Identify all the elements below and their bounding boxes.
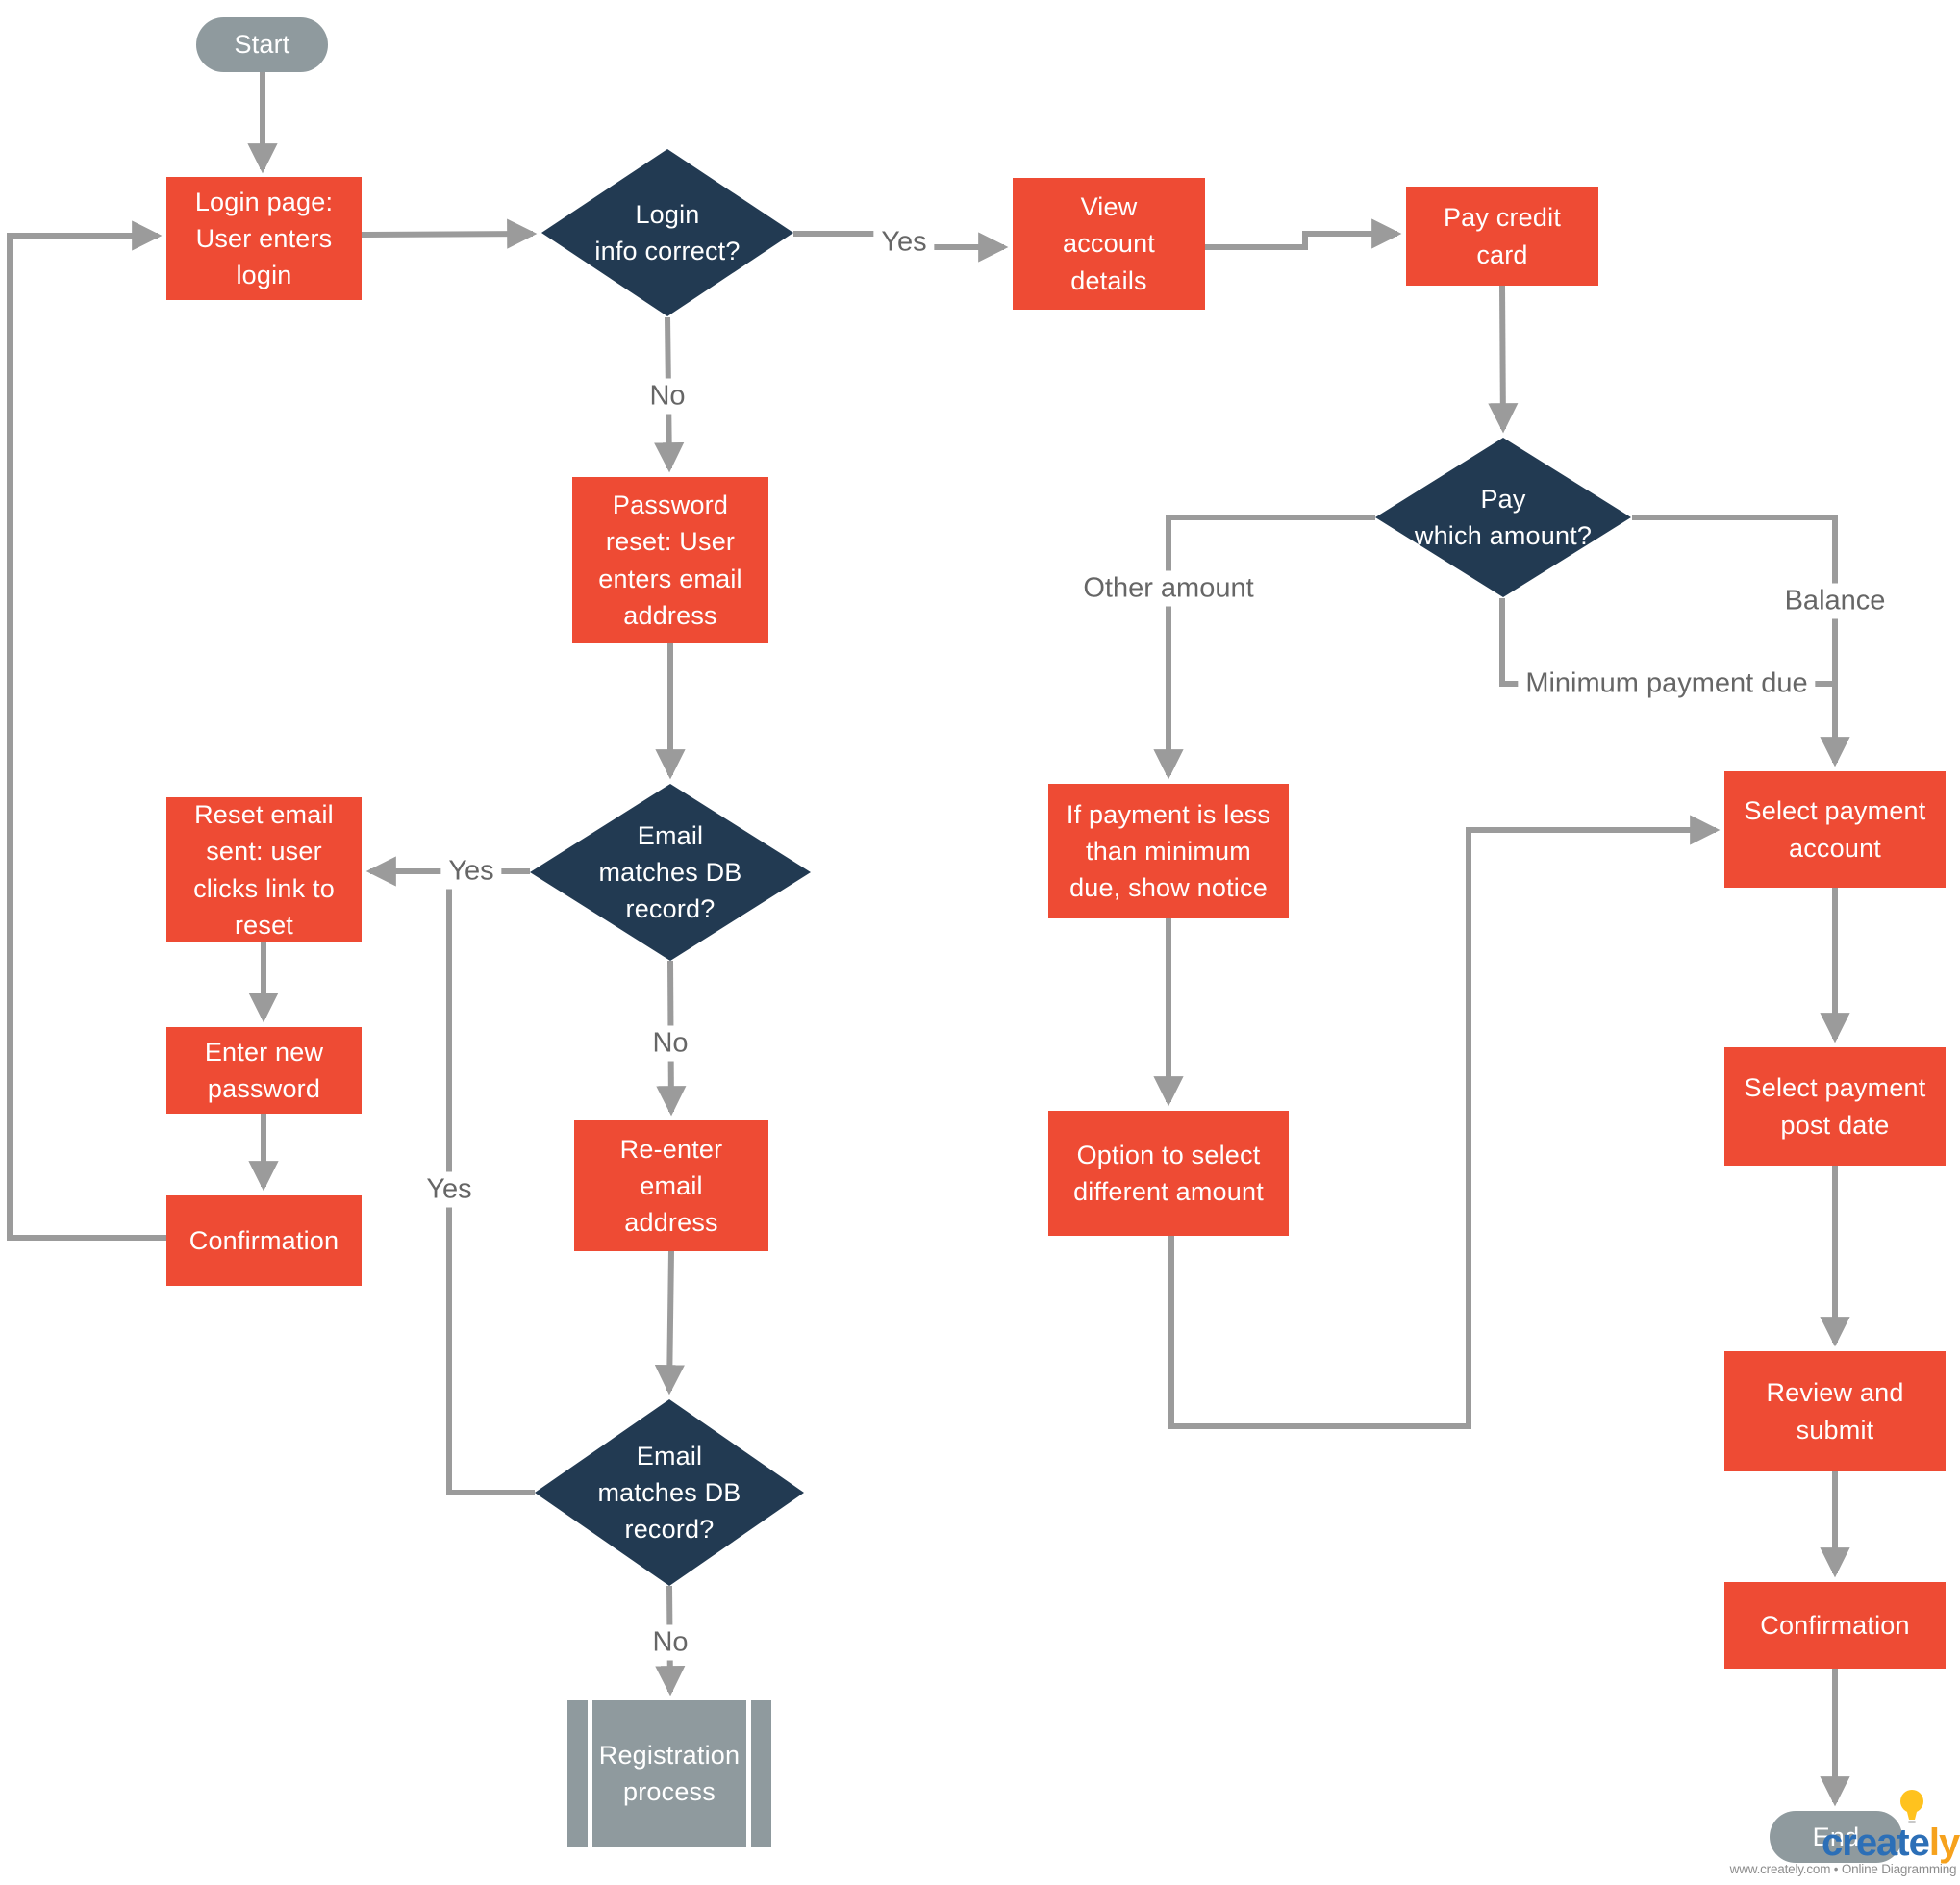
node-password-reset: Password reset: User enters email addres…: [572, 477, 768, 643]
connector-paywhich-balance: [1632, 515, 1850, 767]
node-end: End: [1770, 1811, 1902, 1863]
edge-label-no-login: No: [641, 378, 693, 415]
node-view-account-details: View account details: [1013, 178, 1205, 310]
creately-wordmark: creately: [1822, 1822, 1960, 1864]
connector-confirmation-loop-to-login: [7, 220, 166, 1241]
lightbulb-icon: [1900, 1790, 1923, 1823]
node-option-select-different-amount: Option to select different amount: [1048, 1111, 1289, 1236]
edge-label-yes-email1: Yes: [440, 853, 502, 890]
connector-login-to-logininfo: [361, 218, 538, 249]
connector-reenter-to-emailmatch2: [654, 1250, 685, 1395]
edge-label-other-amount: Other amount: [1075, 570, 1262, 607]
edge-label-yes-email2: Yes: [418, 1171, 480, 1208]
node-reenter-email: Re-enter email address: [574, 1120, 768, 1251]
edge-label-minimum-payment-due: Minimum payment due: [1518, 666, 1816, 702]
node-reset-email-sent: Reset email sent: user clicks link to re…: [166, 797, 362, 942]
node-confirmation-right: Confirmation: [1724, 1582, 1946, 1669]
node-registration-process: Registration process: [567, 1700, 771, 1847]
node-review-and-submit: Review and submit: [1724, 1351, 1946, 1471]
edge-label-yes-login: Yes: [873, 224, 935, 261]
connector-option-to-selectaccount: [1168, 815, 1721, 1429]
edge-label-no-email2: No: [644, 1624, 696, 1661]
connector-view-to-paycredit: [1205, 218, 1402, 250]
edge-label-no-email1: No: [644, 1025, 696, 1062]
node-if-payment-less-notice: If payment is less than minimum due, sho…: [1048, 784, 1289, 918]
connector-paywhich-other-amount: [1153, 515, 1375, 780]
node-select-payment-post-date: Select payment post date: [1724, 1047, 1946, 1166]
edge-label-balance: Balance: [1776, 583, 1894, 619]
node-pay-credit-card: Pay credit card: [1406, 187, 1598, 286]
node-login-page: Login page: User enters login: [166, 177, 362, 300]
creately-tagline[interactable]: www.creately.com • Online Diagramming: [1729, 1862, 1957, 1876]
node-confirmation-left: Confirmation: [166, 1195, 362, 1286]
connector-emailmatch2-yes-riser: [446, 871, 535, 1495]
node-start: Start: [196, 17, 328, 72]
creately-logo[interactable]: creately www.creately.com • Online Diagr…: [1726, 1787, 1960, 1883]
connector-paycredit-to-paywhich: [1488, 285, 1519, 434]
node-select-payment-account: Select payment account: [1724, 771, 1946, 888]
node-enter-new-password: Enter new password: [166, 1027, 362, 1114]
